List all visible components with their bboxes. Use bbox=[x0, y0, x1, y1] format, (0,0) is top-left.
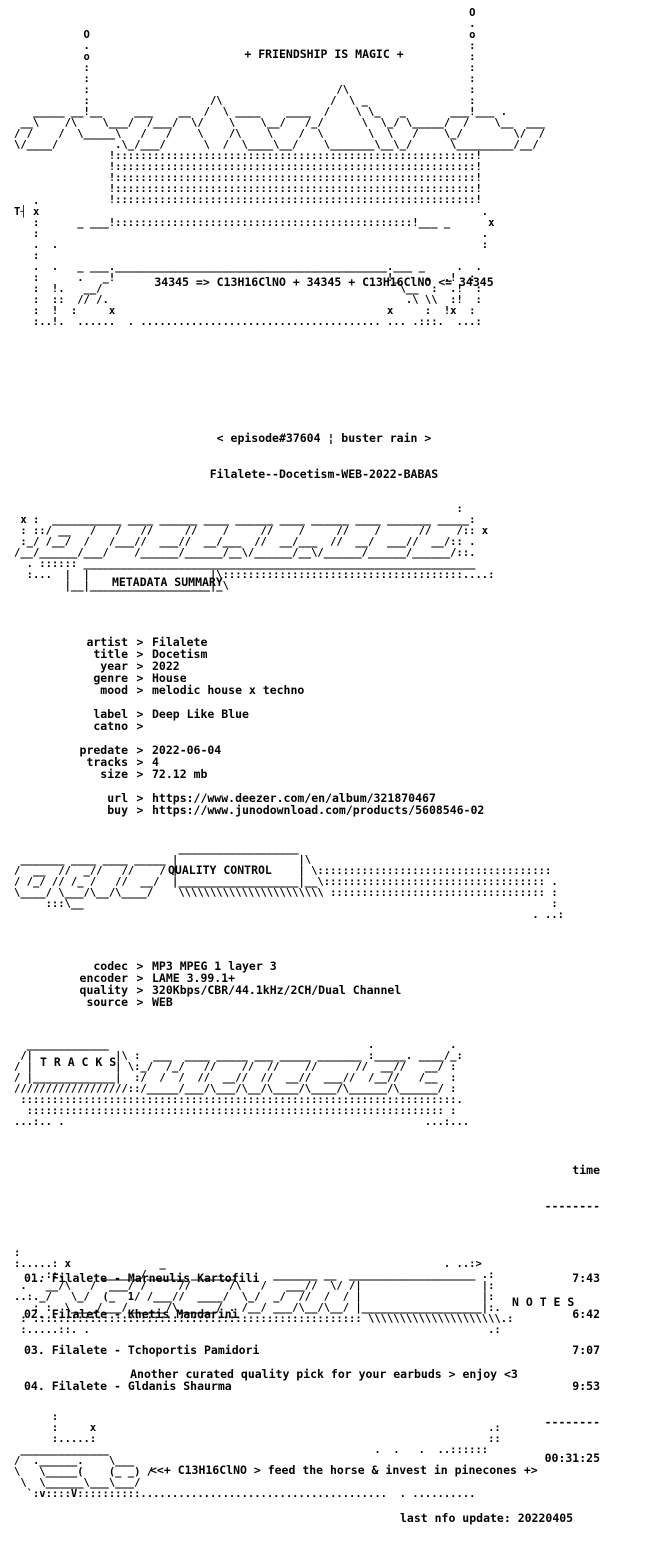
deezer-link[interactable]: https://www.deezer.com/en/album/32187046… bbox=[152, 791, 436, 805]
junodownload-link[interactable]: https://www.junodownload.com/products/56… bbox=[152, 803, 485, 817]
slogan: + FRIENDSHIP IS MAGIC + bbox=[244, 47, 404, 61]
header-ascii-art: O . O o . bbox=[14, 7, 546, 206]
track-time: 7:07 bbox=[572, 1343, 600, 1357]
quality-row-encoder: encoder>LAME 3.99.1+ bbox=[79, 971, 236, 985]
quality-row-quality: quality>320Kbps/CBR/44.1kHz/2CH/Dual Cha… bbox=[79, 983, 402, 997]
total-time: 00:31:25 bbox=[544, 1451, 600, 1465]
last-update: last nfo update: 20220405 bbox=[400, 1511, 574, 1525]
footer-tagline: <<+ C13H16ClNO > feed the horse & invest… bbox=[150, 1463, 538, 1477]
quality-section-title: QUALITY CONTROL bbox=[168, 863, 272, 877]
quality-ascii-banner: ___________________ _______ ____ ____ __… bbox=[14, 843, 564, 921]
track-row: 01. Filalete - Marneulis Kartofili 7:43 bbox=[24, 1272, 600, 1284]
meta-row-mood: mood>melodic house x techno bbox=[100, 683, 305, 697]
meta-row-catno: catno> bbox=[93, 719, 144, 733]
tracks-section-title: T R A C K S bbox=[40, 1055, 117, 1069]
meta-row-year: year>2022 bbox=[100, 659, 180, 673]
meta-row-buy[interactable]: buy>https://www.junodownload.com/product… bbox=[24, 804, 624, 816]
meta-row-artist: artist>Filalete bbox=[86, 635, 208, 649]
tracks-ascii-banner: _____________ . . /| |\ : ___ ____ _____… bbox=[14, 1039, 470, 1128]
track-title: 03. Filalete - Tchoportis Pamidori bbox=[24, 1343, 260, 1357]
metadata-list: artist>Filalete title>Docetism year>2022… bbox=[24, 636, 624, 816]
metadata-section-title: METADATA SUMMARY bbox=[112, 575, 223, 589]
time-divider-bottom: -------- bbox=[544, 1415, 600, 1429]
notes-ascii-banner: : :.....: x _ . ..:> .::. ______/______ … bbox=[14, 1247, 514, 1336]
track-time: 9:53 bbox=[572, 1379, 600, 1393]
meta-row-genre: genre>House bbox=[93, 671, 187, 685]
release-name: Filalete--Docetism-WEB-2022-BABAS bbox=[209, 467, 439, 481]
footer-ascii-art: : : x .: :.....: :: ______________ bbox=[14, 1411, 501, 1500]
episode-info: < episode#37604 ¦ buster rain > bbox=[216, 431, 432, 445]
track-time: 6:42 bbox=[572, 1307, 600, 1321]
time-column-header: time bbox=[572, 1163, 600, 1177]
quality-row-codec: codec>MP3 MPEG 1 layer 3 bbox=[93, 959, 277, 973]
track-row: 04. Filalete - Gldanis Shaurma 9:53 bbox=[24, 1380, 600, 1392]
formula: 34345 => C13H16ClNO + 34345 + C13H16ClNO… bbox=[154, 275, 494, 289]
tracklist: time -------- 01. Filalete - Marneulis K… bbox=[24, 1140, 600, 1476]
meta-row-label: label>Deep Like Blue bbox=[93, 707, 249, 721]
meta-row-title: title>Docetism bbox=[93, 647, 208, 661]
track-time: 7:43 bbox=[572, 1271, 600, 1285]
track-title: 04. Filalete - Gldanis Shaurma bbox=[24, 1379, 232, 1393]
time-divider-top: -------- bbox=[544, 1199, 600, 1213]
meta-row-url[interactable]: url>https://www.deezer.com/en/album/3218… bbox=[24, 792, 624, 804]
notes-section-title: N O T E S bbox=[512, 1295, 575, 1309]
metadata-ascii-banner: : x : ___________ ____ ______ ____ _____… bbox=[14, 503, 495, 592]
track-title: 01. Filalete - Marneulis Kartofili bbox=[24, 1271, 260, 1285]
quality-row-source: source>WEB bbox=[86, 995, 173, 1009]
meta-row-predate: predate>2022-06-04 bbox=[79, 743, 222, 757]
meta-row-tracks: tracks>4 bbox=[86, 755, 159, 769]
meta-row-size: size>72.12 mb bbox=[100, 767, 208, 781]
notes-text: Another curated quality pick for your ea… bbox=[130, 1367, 518, 1381]
quality-list: codec>MP3 MPEG 1 layer 3 encoder>LAME 3.… bbox=[24, 960, 624, 1008]
track-row: 02. Filalete - Khetis Mandarini 6:42 bbox=[24, 1308, 600, 1320]
track-title: 02. Filalete - Khetis Mandarini bbox=[24, 1307, 239, 1321]
track-row: 03. Filalete - Tchoportis Pamidori 7:07 bbox=[24, 1344, 600, 1356]
middle-ascii-art: . T┤ x . : _ ___!:::::::::::::::::::::::… bbox=[14, 195, 495, 328]
